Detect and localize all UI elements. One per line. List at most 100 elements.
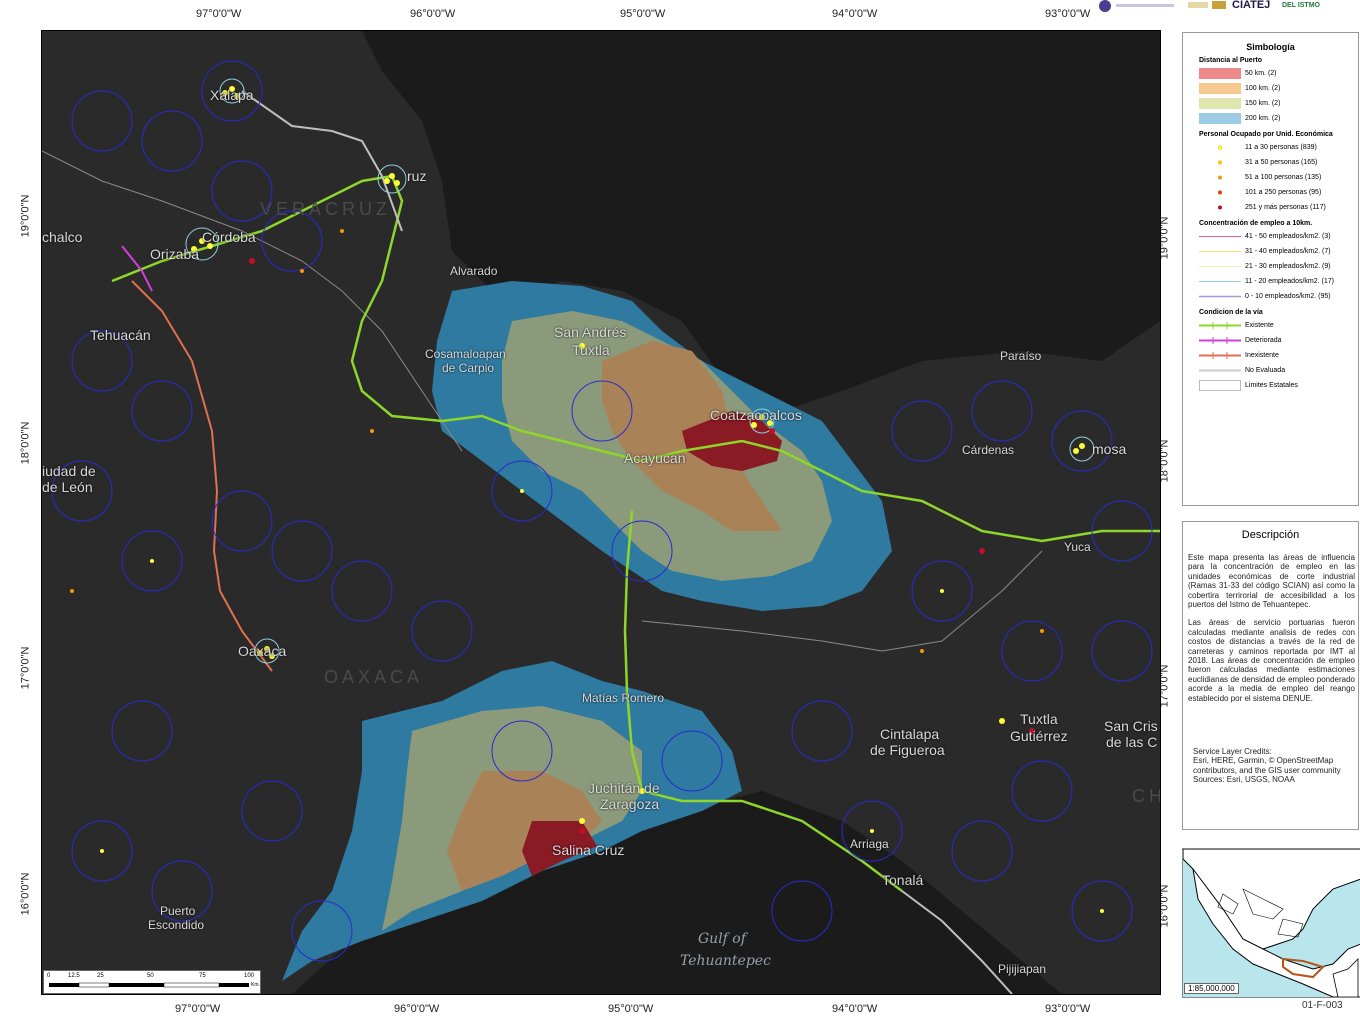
description-paragraph-1: Este mapa presenta las áreas de influenc… — [1188, 553, 1355, 610]
road-grey-icon — [1199, 365, 1241, 376]
ciad-logo-icon — [1212, 1, 1226, 9]
label-achalco: chalco — [42, 229, 83, 245]
legend-distance-item: 150 km. (2) — [1199, 96, 1358, 111]
top-coord-94: 94°0'0"W — [832, 8, 878, 20]
legend-concentration-item: 31 - 40 empleados/km2. (7) — [1199, 244, 1358, 259]
dot-yellow-icon — [1199, 142, 1241, 153]
left-coord-16: 16°0'0"N — [19, 872, 32, 916]
left-coord-17: 17°0'0"N — [19, 646, 32, 690]
bottom-coord-94: 94°0'0"W — [832, 1003, 878, 1015]
legend-swatch — [1199, 113, 1241, 124]
description-panel: Descripción Este mapa presenta las áreas… — [1182, 521, 1359, 830]
header-logos: CIATEJ DEL ISTMO — [1096, 0, 1360, 12]
scale-tick-75: 75 — [199, 973, 206, 979]
label-veracruz: ruz — [407, 168, 427, 184]
road-not-evaluated — [241, 90, 403, 232]
label-tonala: Tonalá — [882, 872, 924, 888]
bottom-coord-95: 95°0'0"W — [608, 1003, 654, 1015]
main-map[interactable]: Xalapa ruz Córdoba Orizaba chalco Alvara… — [41, 30, 1161, 995]
road-deteriorated — [121, 245, 153, 292]
label-comosa: mosa — [1092, 441, 1127, 457]
legend-road-item: Limites Estatales — [1199, 378, 1358, 393]
top-coord-93: 93°0'0"W — [1045, 8, 1091, 20]
legend-road-item: Existente — [1199, 318, 1358, 333]
legend-personal-item: 251 y más personas (117) — [1199, 200, 1358, 215]
state-boundary-line-2 — [641, 550, 1043, 652]
road-green-icon — [1199, 320, 1241, 331]
istmo-logo-text: DEL ISTMO — [1282, 2, 1320, 9]
legend-personal-item: 101 a 250 personas (95) — [1199, 185, 1358, 200]
legend-personal-item: 51 a 100 personas (135) — [1199, 170, 1358, 185]
label-arriaga: Arriaga — [850, 837, 889, 851]
label-tuxtla-gutierrez-1: Tuxtla — [1020, 711, 1058, 727]
label-tuxtla: Tuxtla — [572, 342, 610, 358]
label-yuca: Yuca — [1064, 540, 1091, 554]
mexico-outline — [1183, 849, 1360, 997]
economic-units — [70, 86, 1104, 913]
road-magenta-icon — [1199, 335, 1241, 346]
legend-concentration-item: 21 - 30 empleados/km2. (9) — [1199, 259, 1358, 274]
state-label-veracruz: VERACRUZ — [260, 199, 392, 219]
ciatej-logo-text: CIATEJ — [1232, 0, 1271, 11]
label-ciudad-2: de León — [42, 479, 93, 495]
label-ciudad-1: iudad de — [42, 463, 96, 479]
state-label-oaxaca: OAXACA — [324, 667, 424, 687]
label-pijijiapan: Pijijiapan — [998, 962, 1047, 976]
scale-tick-50: 50 — [147, 973, 154, 979]
dot-crimson-icon — [1199, 202, 1241, 213]
sea-label-gulf-1: Gulf of — [698, 931, 746, 947]
line-yellow-icon — [1199, 246, 1241, 257]
label-san-cristobal-2: de las C — [1106, 734, 1158, 750]
bottom-coord-97: 97°0'0"W — [175, 1003, 221, 1015]
inset-scale: 1:85,000,000 — [1184, 983, 1239, 994]
road-existing-main — [111, 174, 1160, 543]
legend-road-item: No Evaluada — [1199, 363, 1358, 378]
inset-map: 1:85,000,000 16°0'0"N — [1182, 848, 1360, 998]
service-area-50km-salina-cruz — [522, 821, 597, 876]
road-salmon-icon — [1199, 350, 1241, 361]
description-title: Descripción — [1241, 529, 1300, 541]
label-puerto-2: Escondido — [148, 918, 205, 932]
institution-seal-icon — [1099, 0, 1111, 12]
legend-swatch — [1199, 83, 1241, 94]
high-concentration-rings — [185, 78, 1095, 664]
line-lavender-icon — [1199, 291, 1241, 302]
legend-road-item: Inexistente — [1199, 348, 1358, 363]
state-boundary-line — [42, 150, 463, 452]
scale-tick-0: 0 — [47, 973, 51, 979]
legend-road-item: Deteriorada — [1199, 333, 1358, 348]
state-limit-swatch — [1199, 380, 1241, 391]
label-oaxaca: Oaxaca — [238, 643, 287, 659]
legend-swatch — [1199, 98, 1241, 109]
legend-concentration-item: 0 - 10 empleados/km2. (95) — [1199, 289, 1358, 304]
description-paragraph-2: Las áreas de servicio portuarias fueron … — [1188, 618, 1355, 703]
road-nonexistent — [131, 280, 273, 672]
label-xalapa: Xalapa — [210, 87, 254, 103]
legend-title: Simbología — [1246, 42, 1295, 52]
label-tehuacan: Tehuacán — [90, 327, 151, 343]
bottom-coord-93: 93°0'0"W — [1045, 1003, 1091, 1015]
top-coord-95: 95°0'0"W — [620, 8, 666, 20]
map-code: 01-F-003 — [1302, 1000, 1343, 1011]
label-juchitan-2: Zaragoza — [600, 796, 660, 812]
label-cintalapa-1: Cintalapa — [880, 726, 940, 742]
label-acayucan: Acayucan — [624, 450, 686, 466]
credits-text: Esri, HERE, Garmin, © OpenStreetMap cont… — [1193, 756, 1341, 775]
left-coord-18: 18°0'0"N — [19, 421, 32, 465]
legend-concentration-title: Concentración de empleo a 10km. — [1199, 220, 1313, 227]
label-alvarado: Alvarado — [450, 264, 498, 278]
pacific-ocean-area — [292, 791, 1062, 994]
label-puerto-1: Puerto — [160, 904, 196, 918]
legend-distance-item: 100 km. (2) — [1199, 81, 1358, 96]
label-carpio: de Carpio — [442, 361, 495, 375]
legend-concentration-item: 41 - 50 empleados/km2. (3) — [1199, 229, 1358, 244]
line-cyan-icon — [1199, 276, 1241, 287]
label-cintalapa-2: de Figueroa — [870, 742, 945, 758]
scale-tick-25: 25 — [97, 973, 104, 979]
logo-strip — [1099, 0, 1226, 12]
legend-concentration-item: 11 - 20 empleados/km2. (17) — [1199, 274, 1358, 289]
dot-gold-icon — [1199, 157, 1241, 168]
label-san-cristobal-1: San Cris — [1104, 718, 1158, 734]
label-orizaba: Orizaba — [150, 246, 200, 262]
label-san-andres: San Andrés — [554, 324, 627, 340]
